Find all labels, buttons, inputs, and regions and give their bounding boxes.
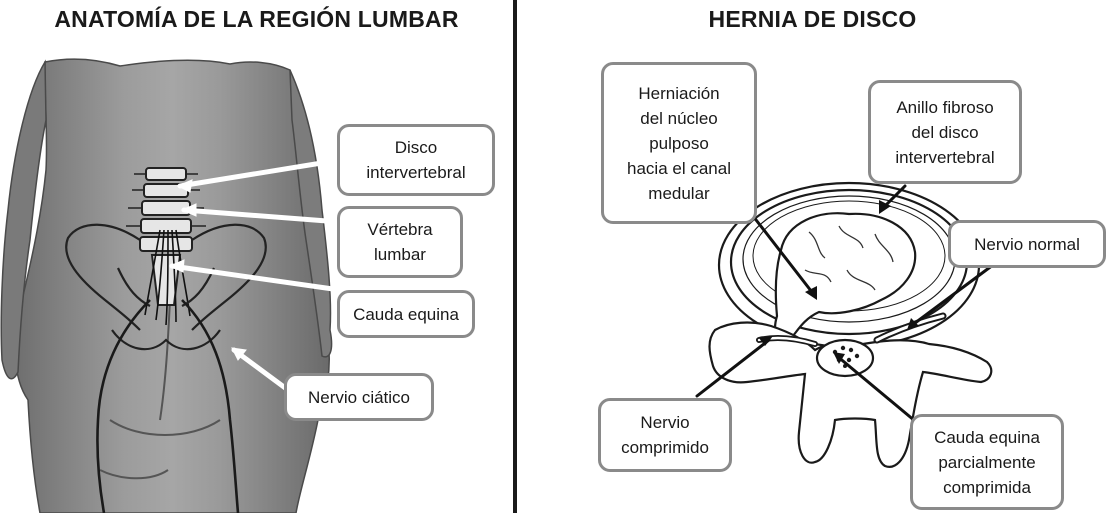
disco-intervertebral-label: Disco intervertebral	[337, 124, 495, 196]
lumbar-anatomy-title: ANATOMÍA DE LA REGIÓN LUMBAR	[54, 6, 459, 32]
disc-hernia-panel: HERNIA DE DISCO	[519, 0, 1106, 513]
herniacion-label: Herniación del núcleo pulposo hacia el c…	[601, 62, 757, 224]
nucleus-pulposus	[774, 212, 917, 343]
nervio-normal-label: Nervio normal	[948, 220, 1106, 268]
disc-hernia-illustration	[695, 181, 999, 468]
left-arm	[0, 59, 47, 380]
vertebra-posterior	[708, 321, 993, 468]
sciatic-nerves	[96, 299, 240, 513]
lumbar-anatomy-panel: ANATOMÍA DE LA REGIÓN LUMBAR	[0, 0, 513, 513]
panel-divider	[513, 0, 517, 513]
anillo-fibroso-label: Anillo fibroso del disco intervertebral	[868, 80, 1022, 184]
cauda-equina-label: Cauda equina	[337, 290, 475, 338]
nervio-comprimido-label: Nervio comprimido	[598, 398, 732, 472]
cauda-equina-parcial-label: Cauda equina parcialmente comprimida	[910, 414, 1064, 510]
leader-lines	[169, 157, 343, 393]
disc-hernia-title: HERNIA DE DISCO	[708, 6, 917, 32]
vertebra-lumbar-label: Vértebra lumbar	[337, 206, 463, 278]
nervio-ciatico-label: Nervio ciático	[284, 373, 434, 421]
